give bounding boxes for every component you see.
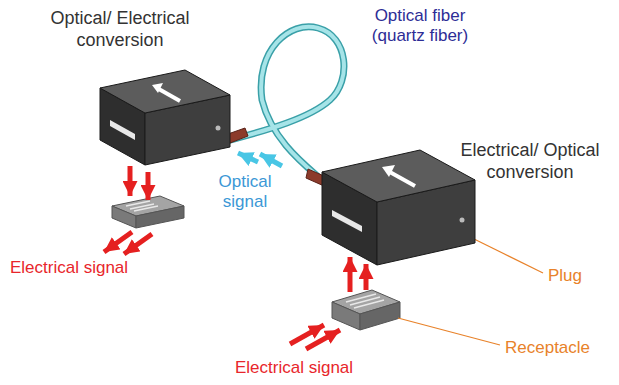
module-slot (110, 120, 135, 140)
module-top-face (100, 70, 230, 113)
converter-module: Electrical/ Optical conversion (322, 150, 475, 265)
direction-arrow-head (152, 83, 163, 93)
leader-line (398, 318, 500, 345)
right-receptacle (332, 290, 400, 330)
direction-arrow-head (382, 165, 395, 177)
converter-module: Optical/ Electrical conversion (100, 70, 230, 165)
receptacle-pins (126, 201, 158, 211)
module-slot (332, 210, 362, 232)
module-heading: Optical/ Electrical conversion (40, 8, 200, 51)
module-top-face (322, 150, 475, 202)
module-body (100, 70, 230, 165)
fiber-outline (230, 27, 344, 180)
optical-arrow (238, 153, 258, 162)
receptacle-front (332, 302, 360, 330)
module-screw (460, 218, 465, 223)
receptacle-side (360, 302, 400, 330)
receptacle-pins (346, 294, 384, 308)
signal-arrow (306, 330, 340, 349)
direction-arrow-shaft (388, 171, 415, 186)
direction-arrow-shaft (157, 88, 180, 101)
signal-arrow (124, 234, 152, 254)
signal-arrow (128, 166, 133, 196)
optical-arrows (238, 153, 282, 166)
fiber-ferrule (228, 128, 248, 143)
left-receptacle (112, 196, 184, 228)
signal-arrow (364, 264, 369, 290)
fiber-label: Optical fiber (quartz fiber) (355, 6, 485, 47)
signal-label: Optical signal (205, 172, 285, 213)
part-label: Receptacle (505, 338, 590, 358)
leader-line (468, 236, 543, 273)
part-label: Plug (548, 266, 582, 286)
receptacle-front (112, 206, 136, 228)
optical-arrow (260, 154, 282, 166)
signal-label: Electrical signal (10, 258, 128, 278)
signal-arrow (348, 257, 353, 292)
module-screw (216, 126, 221, 131)
module-heading: Electrical/ Optical conversion (445, 140, 615, 183)
optical-fiber (230, 27, 344, 180)
signal-arrow (146, 172, 151, 200)
signal-label: Electrical signal (235, 358, 353, 378)
module-body (322, 150, 475, 265)
fiber-ferrule (306, 169, 324, 186)
fiber-core (230, 27, 344, 180)
